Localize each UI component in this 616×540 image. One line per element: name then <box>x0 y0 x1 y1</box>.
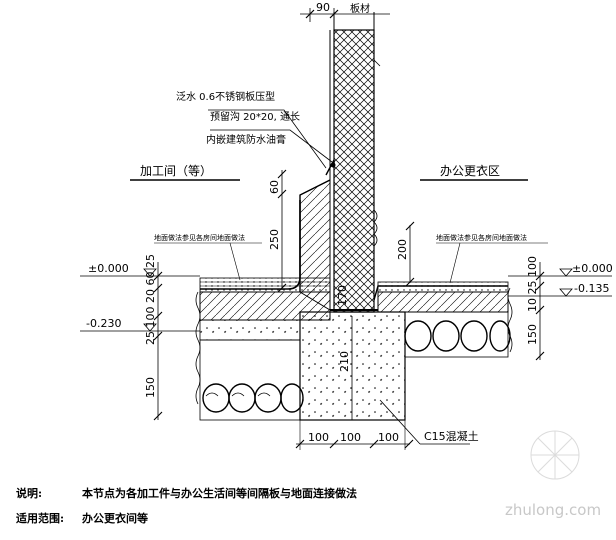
groove-label: 预留沟 20*20, 通长 <box>210 110 300 123</box>
elevation-left-low: -0.230 <box>80 317 200 332</box>
bottom-100a: 100 <box>308 431 329 444</box>
dim-90-label: 90 <box>316 1 330 14</box>
left-finish-note: 地面做法参见各房间地面做法 <box>154 233 245 242</box>
sealant-label: 内嵌建筑防水油膏 <box>206 133 286 146</box>
dim-210-label: 210 <box>338 351 351 372</box>
dim-250-label: 250 <box>268 229 281 250</box>
right-dimensions: 10 25 100 150 <box>526 256 545 361</box>
note-text-2: 办公更衣间等 <box>82 511 148 525</box>
room-left-label: 加工间（等） <box>140 164 212 178</box>
note-label-1: 说明: <box>16 486 42 500</box>
elev-left-top-label: ±0.000 <box>88 262 129 275</box>
concrete-label: C15混凝土 <box>424 429 479 443</box>
left-stack-label: 25 100 20 60 25 <box>144 254 157 345</box>
note-label-2: 适用范围: <box>16 511 64 525</box>
right-floor <box>195 281 513 405</box>
room-left-group: 加工间（等） <box>130 164 240 181</box>
bottom-dimensions: 100 100 100 <box>295 420 414 450</box>
top-dimension: 90 板材 <box>300 1 390 22</box>
wall-panel <box>329 12 375 313</box>
watermark-text: zhulong.com <box>505 501 601 519</box>
watermark-logo <box>530 430 580 480</box>
left-150-label: 150 <box>144 377 157 398</box>
elevation-right-low: -0.135 <box>508 282 612 297</box>
concrete-foundation <box>299 309 406 421</box>
right-finish-note: 地面做法参见各房间地面做法 <box>436 233 527 242</box>
room-right-label: 办公更衣区 <box>440 163 500 178</box>
left-dimensions: 25 100 20 60 25 150 <box>144 254 163 421</box>
dim-170-label: 170 <box>336 285 349 306</box>
elev-left-low-label: -0.230 <box>86 317 121 330</box>
note-text-1: 本节点为各加工件与办公生活间等间隔板与地面连接做法 <box>82 486 357 500</box>
bottom-100b: 100 <box>340 431 361 444</box>
concrete-label-group: C15混凝土 <box>379 399 479 445</box>
wall-dimensions: 200 170 210 <box>336 221 415 420</box>
elevation-right-top: ±0.000 <box>508 262 613 277</box>
room-right-group: 办公更衣区 <box>420 163 528 181</box>
upstand-dimensions: 60 250 <box>268 169 287 293</box>
elev-right-top-label: ±0.000 <box>572 262 613 275</box>
flashing-label: 泛水 0.6不锈钢板压型 <box>176 90 275 103</box>
right-stack-label: 10 25 100 <box>526 256 539 312</box>
right-150-label: 150 <box>526 324 539 345</box>
flashing-detail <box>208 59 381 247</box>
elevation-left-top: ±0.000 <box>80 262 200 277</box>
elev-right-low-label: -0.135 <box>574 282 609 295</box>
wall-top-label: 板材 <box>350 2 370 15</box>
dim-60-label: 60 <box>268 180 281 194</box>
bottom-100c: 100 <box>378 431 399 444</box>
dim-200-label: 200 <box>396 239 409 260</box>
